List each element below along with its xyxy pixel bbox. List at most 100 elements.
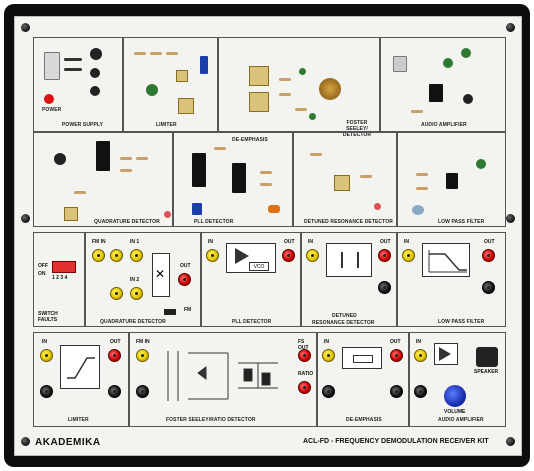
volume-label: VOLUME xyxy=(444,409,466,415)
screw xyxy=(21,23,30,32)
detuned-resonance-top-panel: DETUNED RESONANCE DETECTOR xyxy=(293,132,397,227)
deemph-out-jack[interactable] xyxy=(390,349,403,362)
switch-faults-label: SWITCH FAULTS xyxy=(38,311,58,323)
ratio-label: RATIO xyxy=(298,371,314,377)
off-label: OFF xyxy=(38,263,48,269)
screw xyxy=(21,437,30,446)
fm-in-label: FM IN xyxy=(92,239,106,245)
lpf-panel: IN OUT LOW PASS FILTER xyxy=(397,232,506,327)
limiter-panel: IN OUT LIMITER xyxy=(33,332,129,427)
switch-faults-panel: OFF ON 1 2 3 4 SWITCH FAULTS xyxy=(33,232,85,327)
limiter-label: LIMITER xyxy=(68,417,89,423)
pll-in-jack[interactable] xyxy=(206,249,219,262)
foster-fs-out-jack[interactable] xyxy=(298,349,311,362)
detuned-panel: IN OUT DETUNED RESONANCE DETECTOR xyxy=(301,232,397,327)
audio-label: AUDIO AMPLIFIER xyxy=(438,417,484,423)
pll-top-label: PLL DETECTOR xyxy=(194,219,234,225)
quadrature-detector-top-panel: QUADRATURE DETECTOR xyxy=(33,132,173,227)
power-supply-label: POWER SUPPLY xyxy=(62,122,104,128)
quad-jack[interactable] xyxy=(110,249,123,262)
speaker-label: SPEAKER xyxy=(474,369,499,375)
in-label: IN xyxy=(42,339,47,345)
pll-block: VCO xyxy=(226,243,276,273)
speaker-icon xyxy=(476,347,498,367)
in-label: IN xyxy=(416,339,421,345)
quad-out-jack[interactable] xyxy=(178,273,191,286)
detuned-block xyxy=(326,243,372,277)
detuned-gnd-jack[interactable] xyxy=(378,281,391,294)
foster-gnd-jack[interactable] xyxy=(136,385,149,398)
screw xyxy=(506,214,515,223)
quad-in1-jack[interactable] xyxy=(130,249,143,262)
foster-ratio-jack[interactable] xyxy=(298,381,311,394)
detuned-in-jack[interactable] xyxy=(306,249,319,262)
multiplier-block: ✕ xyxy=(152,253,170,297)
quadrature-label: QUADRATURE DETECTOR xyxy=(100,319,166,325)
fs-out-label: FS OUT xyxy=(298,339,309,351)
deemph-block xyxy=(342,347,382,369)
deemph-panel: IN OUT DE-EMPHASIS xyxy=(317,332,409,427)
out-label: OUT xyxy=(110,339,121,345)
pll-panel: IN VCO OUT PLL DETECTOR xyxy=(201,232,301,327)
quad-in2-jack[interactable] xyxy=(130,287,143,300)
limiter-out-gnd-jack[interactable] xyxy=(108,385,121,398)
limiter-in-jack[interactable] xyxy=(40,349,53,362)
in2-label: IN 2 xyxy=(130,277,140,283)
fault-switch[interactable] xyxy=(52,261,76,273)
brand-logo: AKADEMIKA xyxy=(35,437,101,448)
deemph-label: DE-EMPHASIS xyxy=(346,417,382,423)
deemph-out-gnd-jack[interactable] xyxy=(390,385,403,398)
lpf-out-jack[interactable] xyxy=(482,249,495,262)
lpf-gnd-jack[interactable] xyxy=(482,281,495,294)
lpf-label: LOW PASS FILTER xyxy=(438,319,485,325)
fm-in-label: FM IN xyxy=(136,339,150,345)
volume-knob[interactable] xyxy=(444,385,466,407)
detuned-label: DETUNED xyxy=(332,313,357,319)
de-emphasis-top-label: DE-EMPHASIS xyxy=(232,137,268,143)
audio-amplifier-top-panel: AUDIO AMPLIFIER xyxy=(380,37,506,132)
foster-panel: FM IN FS OUT RATIO FOSTER SEELEY/RATIO D… xyxy=(129,332,317,427)
on-label: ON xyxy=(38,271,46,277)
vco-label: VCO xyxy=(253,264,265,270)
detuned-top-label: DETUNED RESONANCE DETECTOR xyxy=(304,219,393,225)
lpf-block xyxy=(422,243,470,277)
deemph-gnd-jack[interactable] xyxy=(322,385,335,398)
in-label: IN xyxy=(404,239,409,245)
low-pass-filter-top-panel: LOW PASS FILTER xyxy=(397,132,506,227)
detuned-out-jack[interactable] xyxy=(378,249,391,262)
de-emphasis-top-panel: DE-EMPHASIS PLL DETECTOR xyxy=(173,132,293,227)
quadrature-panel: FM IN IN 1 IN 2 ✕ OUT FM QUADRATURE DETE… xyxy=(85,232,201,327)
lpf-curve-icon xyxy=(428,250,467,273)
limiter-out-jack[interactable] xyxy=(108,349,121,362)
power-label: POWER xyxy=(42,107,62,113)
audio-amplifier-top-label: AUDIO AMPLIFIER xyxy=(421,122,467,128)
out-label: OUT xyxy=(380,239,391,245)
lpf-in-jack[interactable] xyxy=(402,249,415,262)
foster-schematic-icon xyxy=(167,351,278,401)
pll-out-jack[interactable] xyxy=(282,249,295,262)
out-label: OUT xyxy=(180,263,191,269)
in-label: IN xyxy=(308,239,313,245)
in-label: IN xyxy=(324,339,329,345)
pll-label: PLL DETECTOR xyxy=(232,319,272,325)
kit-board: POWER POWER SUPPLY LIMITER FOSTER SEELEY… xyxy=(14,16,522,456)
quadrature-top-label: QUADRATURE DETECTOR xyxy=(94,219,160,225)
foster-fm-in-jack[interactable] xyxy=(136,349,149,362)
audio-in-jack[interactable] xyxy=(414,349,427,362)
quad-fm-in-jack[interactable] xyxy=(92,249,105,262)
power-supply-panel: POWER POWER SUPPLY xyxy=(33,37,123,132)
lpf-top-label: LOW PASS FILTER xyxy=(438,219,485,225)
limiter-block xyxy=(60,345,100,389)
fm-switch[interactable] xyxy=(164,309,176,315)
limiter-top-panel: LIMITER xyxy=(123,37,218,132)
limiter-gnd-jack[interactable] xyxy=(40,385,53,398)
screw xyxy=(21,214,30,223)
screw xyxy=(506,23,515,32)
out-label: OUT xyxy=(484,239,495,245)
audio-gnd-jack[interactable] xyxy=(414,385,427,398)
switch-numbers: 1 2 3 4 xyxy=(52,275,68,281)
deemph-in-jack[interactable] xyxy=(322,349,335,362)
quad-jack[interactable] xyxy=(110,287,123,300)
out-label: OUT xyxy=(390,339,401,345)
power-led-icon xyxy=(44,94,54,104)
